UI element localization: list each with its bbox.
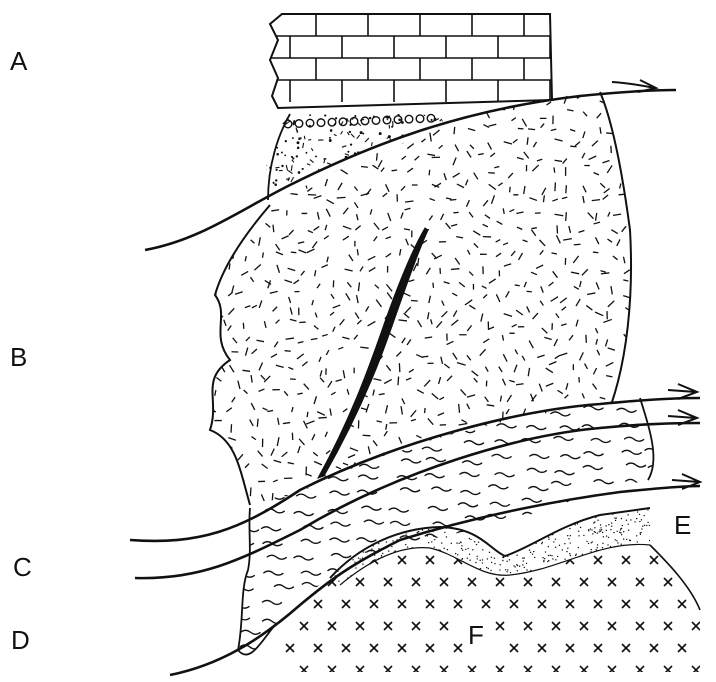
arrowheads: [612, 80, 700, 489]
brick-unit: [260, 14, 560, 108]
label-a: A: [10, 48, 27, 74]
label-f: F: [468, 622, 484, 648]
label-d: D: [11, 627, 30, 653]
dike: [318, 228, 428, 478]
label-c: C: [13, 554, 32, 580]
fault-line-middle-2: [135, 423, 700, 578]
label-b: B: [10, 344, 27, 370]
label-e: E: [674, 512, 691, 538]
fault-lines: [130, 90, 700, 675]
dotted-band: [324, 504, 655, 590]
granite-unit: [286, 545, 700, 674]
dashed-body: [193, 92, 651, 516]
loop-row: [284, 114, 435, 127]
schist-band: [229, 373, 676, 669]
